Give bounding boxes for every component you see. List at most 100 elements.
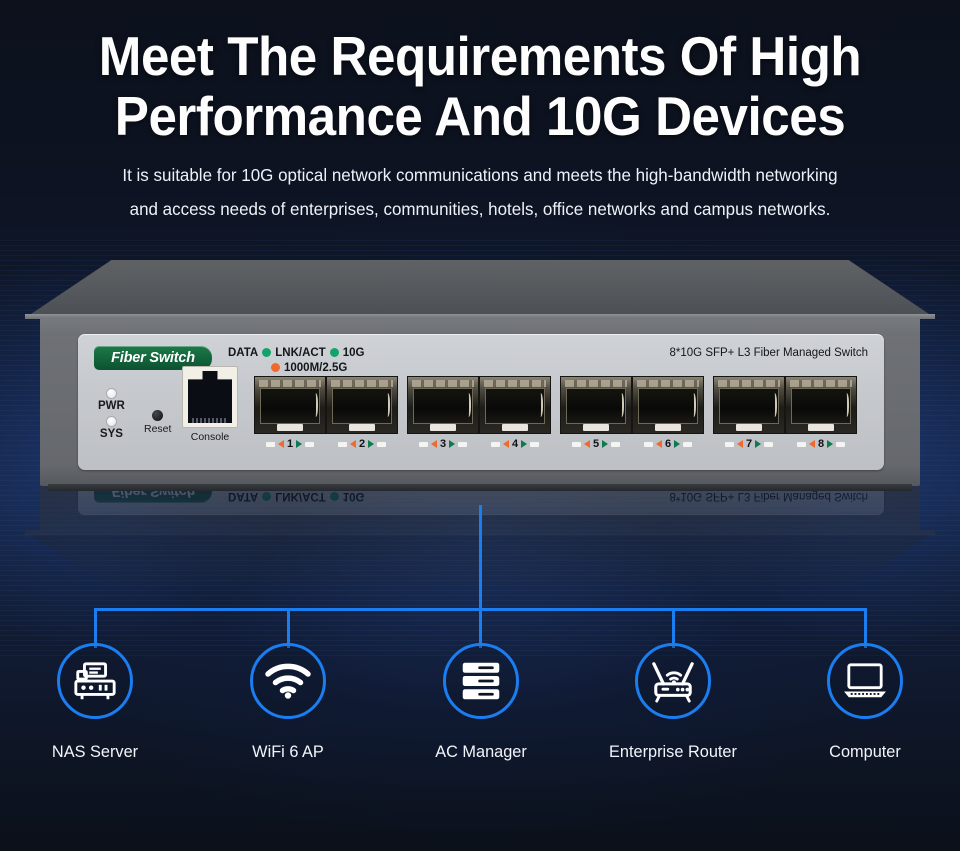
sfp-port-label-1: 1	[254, 438, 326, 450]
sfp-port-7[interactable]	[713, 376, 785, 434]
port-number: 6	[664, 438, 672, 450]
port-led-right	[764, 441, 774, 447]
console-port-label: Console	[190, 431, 230, 443]
diagram-node-computer[interactable]: Computer	[790, 643, 940, 762]
sfp-port-1[interactable]	[254, 376, 326, 434]
led-legend-row-2: 1000M/2.5G	[228, 360, 364, 375]
sfp-cavity	[332, 388, 392, 424]
status-led-pwr: PWR	[98, 388, 125, 412]
sys-led-icon	[105, 416, 117, 427]
node-icon-circle	[250, 643, 326, 719]
sfp-port-2[interactable]	[326, 376, 398, 434]
lnk-act-led-icon	[262, 348, 272, 357]
legend-10g-label: 10G	[342, 346, 365, 359]
sfp-port-label-6: 6	[632, 438, 704, 450]
port-arrow-out-icon	[674, 440, 681, 448]
status-led-sys: SYS	[98, 416, 125, 440]
device-model-label: 8*10G SFP+ L3 Fiber Managed Switch	[669, 347, 868, 359]
led-legend: DATA LNK/ACT 10G 1000M/2.5G	[228, 345, 364, 375]
sfp-port-5[interactable]	[560, 376, 632, 434]
sfp-latch-icon	[690, 393, 696, 417]
pwr-led-label: PWR	[98, 400, 125, 412]
port-led-right	[305, 441, 315, 447]
port-led-left	[418, 441, 428, 447]
sfp-tab	[808, 424, 834, 431]
header: Meet The Requirements Of High Performanc…	[0, 0, 960, 226]
port-arrow-in-icon	[655, 440, 662, 448]
status-led-group: PWR SYS	[98, 388, 125, 444]
sfp-cavity	[791, 388, 851, 424]
port-led-right	[683, 441, 693, 447]
reset-button-icon	[152, 410, 164, 421]
page-title: Meet The Requirements Of High Performanc…	[34, 0, 927, 146]
sfp-latch-icon	[312, 393, 318, 417]
port-arrow-in-icon	[808, 440, 815, 448]
diagram-node-ac-manager[interactable]: AC Manager	[406, 643, 556, 762]
port-led-right	[530, 441, 540, 447]
port-number: 2	[358, 438, 366, 450]
sfp-latch-icon	[843, 393, 849, 417]
port-arrow-out-icon	[755, 440, 762, 448]
legend-data-label: DATA	[228, 346, 259, 359]
reset-button-label: Reset	[144, 423, 172, 435]
diagram-node-nas-server[interactable]: NAS Server	[20, 643, 170, 762]
sfp-cavity	[719, 388, 779, 424]
rj45-jack-icon	[182, 366, 238, 428]
sfp-latch-icon	[465, 393, 471, 417]
sfp-tab	[349, 424, 375, 431]
sfp-port-4[interactable]	[479, 376, 551, 434]
node-label: Enterprise Router	[609, 742, 737, 761]
sfp-port-3[interactable]	[407, 376, 479, 434]
brand-badge-label: Fiber Switch	[111, 350, 195, 366]
diagram-drop-line-4	[671, 608, 675, 648]
sfp-tab	[277, 424, 303, 431]
diagram-node-enterprise-router[interactable]: Enterprise Router	[598, 643, 748, 762]
sfp-latch-icon	[618, 393, 624, 417]
port-arrow-in-icon	[349, 440, 356, 448]
sys-led-label: SYS	[99, 428, 123, 440]
port-led-left	[490, 441, 500, 447]
port-arrow-out-icon	[827, 440, 834, 448]
sfp-port-pair	[713, 376, 857, 434]
reset-button[interactable]: Reset	[144, 410, 171, 435]
node-label: NAS Server	[51, 742, 139, 761]
sfp-cavity	[485, 388, 545, 424]
port-led-left	[796, 441, 806, 447]
port-led-left	[265, 441, 275, 447]
port-led-right	[458, 441, 468, 447]
sfp-port-pair	[254, 376, 398, 434]
sfp-latch-icon	[771, 393, 777, 417]
rj45-cavity	[188, 371, 232, 423]
port-arrow-out-icon	[602, 440, 609, 448]
page-subtitle-line-2: and access needs of enterprises, communi…	[129, 199, 831, 219]
sfp-latch-icon	[384, 393, 390, 417]
node-label: AC Manager	[434, 742, 527, 761]
diagram-drop-line-1	[93, 608, 97, 648]
device-top-edge	[25, 314, 935, 319]
sfp-port-6[interactable]	[632, 376, 704, 434]
port-arrow-in-icon	[583, 440, 590, 448]
sfp-port-pair	[560, 376, 704, 434]
node-icon-circle	[57, 643, 133, 719]
device-front-panel: Fiber Switch DATA LNK/ACT 10G 1000M/2.5G…	[78, 334, 884, 470]
port-arrow-out-icon	[449, 440, 456, 448]
port-number: 8	[817, 438, 825, 450]
sfp-tab	[736, 424, 762, 431]
node-icon-circle	[635, 643, 711, 719]
sfp-port-row	[254, 376, 857, 434]
sfp-latch-icon	[537, 393, 543, 417]
page-subtitle: It is suitable for 10G optical network c…	[14, 146, 945, 226]
legend-lnk-act-label: LNK/ACT	[275, 346, 326, 359]
diagram-riser-line	[479, 505, 482, 610]
port-arrow-out-icon	[296, 440, 303, 448]
speed-led-icon	[271, 363, 280, 372]
sfp-port-label-4: 4	[479, 438, 551, 450]
page-subtitle-line-1: It is suitable for 10G optical network c…	[122, 165, 838, 185]
sfp-cavity	[413, 388, 473, 424]
diagram-node-wifi-6-ap[interactable]: WiFi 6 AP	[213, 643, 363, 762]
sfp-port-8[interactable]	[785, 376, 857, 434]
port-arrow-out-icon	[368, 440, 375, 448]
sfp-port-label-2: 2	[326, 438, 398, 450]
